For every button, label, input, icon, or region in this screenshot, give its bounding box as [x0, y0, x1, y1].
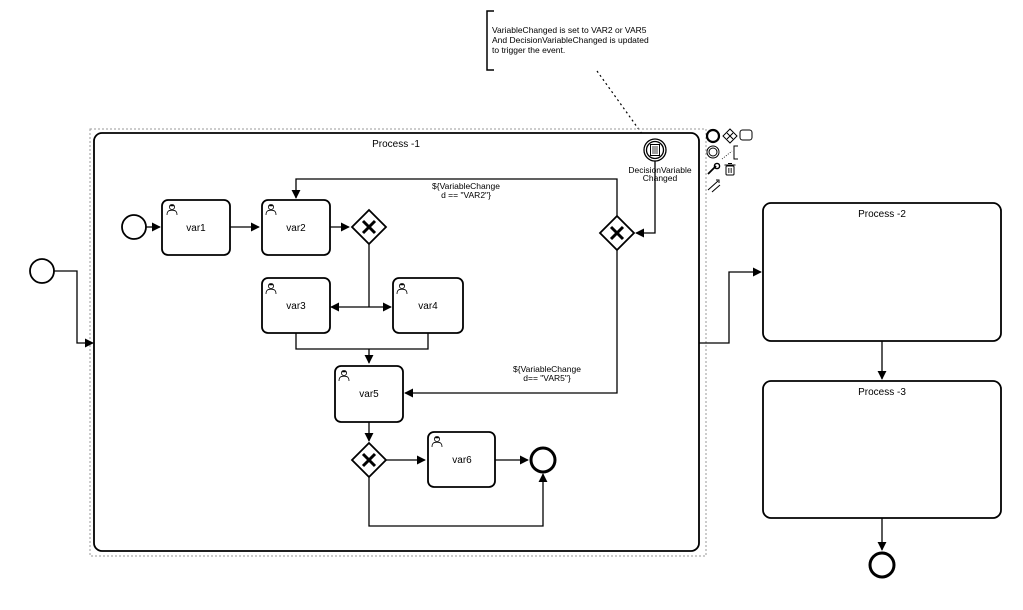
gateway-icon[interactable]: [722, 128, 738, 144]
flow-gateway-3-to-var2[interactable]: [291, 178, 618, 216]
subprocess-process-3[interactable]: [762, 380, 1002, 519]
exclusive-gateway-1[interactable]: [350, 208, 388, 246]
outer-start-event[interactable]: [29, 258, 55, 284]
task-var4-label: var4: [418, 301, 438, 312]
intermediate-event-decision-variable-changed[interactable]: [643, 138, 667, 162]
event-label-line-1: DecisionVariable: [628, 165, 691, 175]
subprocess-process-2-label: Process -2: [858, 209, 906, 220]
flow-process-1-to-process-2[interactable]: [699, 267, 762, 344]
flow-var3-var4-join[interactable]: [295, 333, 429, 350]
flow-gateway-2-to-end[interactable]: [368, 473, 548, 527]
end-event-icon[interactable]: [705, 128, 721, 144]
task-var5-label: var5: [359, 389, 379, 400]
flow-gateway-3-to-var5[interactable]: [404, 250, 618, 398]
intermediate-event-icon[interactable]: [706, 145, 720, 159]
inner-start-event[interactable]: [121, 214, 147, 240]
flow-start-to-process-1[interactable]: [54, 270, 94, 348]
condition-var2-line-2: d == "VAR2"}: [441, 190, 491, 200]
text-annotation-icon[interactable]: [721, 145, 738, 160]
exclusive-gateway-2[interactable]: [350, 441, 388, 479]
subprocess-process-1-label: Process -1: [372, 139, 420, 150]
task-var2[interactable]: var2: [261, 199, 331, 256]
task-var6-label: var6: [452, 455, 472, 466]
subprocess-process-1[interactable]: [93, 132, 700, 552]
task-var3[interactable]: var3: [261, 277, 331, 334]
task-var1-label: var1: [186, 223, 206, 234]
task-icon[interactable]: [739, 129, 753, 141]
annotation-line-2: And DecisionVariableChanged is updated: [492, 35, 649, 45]
annotation-line-3: to trigger the event.: [492, 45, 565, 55]
annotation-line-1: VariableChanged is set to VAR2 or VAR5: [492, 25, 647, 35]
flow-event-to-gateway-3[interactable]: [635, 161, 656, 238]
subprocess-process-2[interactable]: [762, 202, 1002, 342]
event-label-line-2: Changed: [643, 173, 678, 183]
condition-var2-line-1: ${VariableChange: [432, 181, 500, 191]
task-var5[interactable]: var5: [334, 365, 404, 423]
task-var3-label: var3: [286, 301, 306, 312]
task-var6[interactable]: var6: [427, 431, 496, 488]
trash-icon[interactable]: [724, 163, 736, 176]
context-pad: [705, 128, 753, 193]
task-var2-label: var2: [286, 223, 306, 234]
condition-var5-line-2: d== "VAR5"}: [523, 373, 571, 383]
annotation-association[interactable]: [596, 70, 646, 139]
wrench-icon[interactable]: [707, 162, 721, 175]
text-annotation[interactable]: VariableChanged is set to VAR2 or VAR5 A…: [486, 10, 649, 71]
inner-end-event[interactable]: [529, 446, 557, 474]
condition-var5-line-1: ${VariableChange: [513, 364, 581, 374]
task-var4[interactable]: var4: [392, 277, 464, 334]
subprocess-process-3-label: Process -3: [858, 387, 906, 398]
outer-end-event[interactable]: [868, 551, 896, 579]
connect-icon[interactable]: [707, 179, 721, 193]
task-var1[interactable]: var1: [161, 199, 231, 256]
